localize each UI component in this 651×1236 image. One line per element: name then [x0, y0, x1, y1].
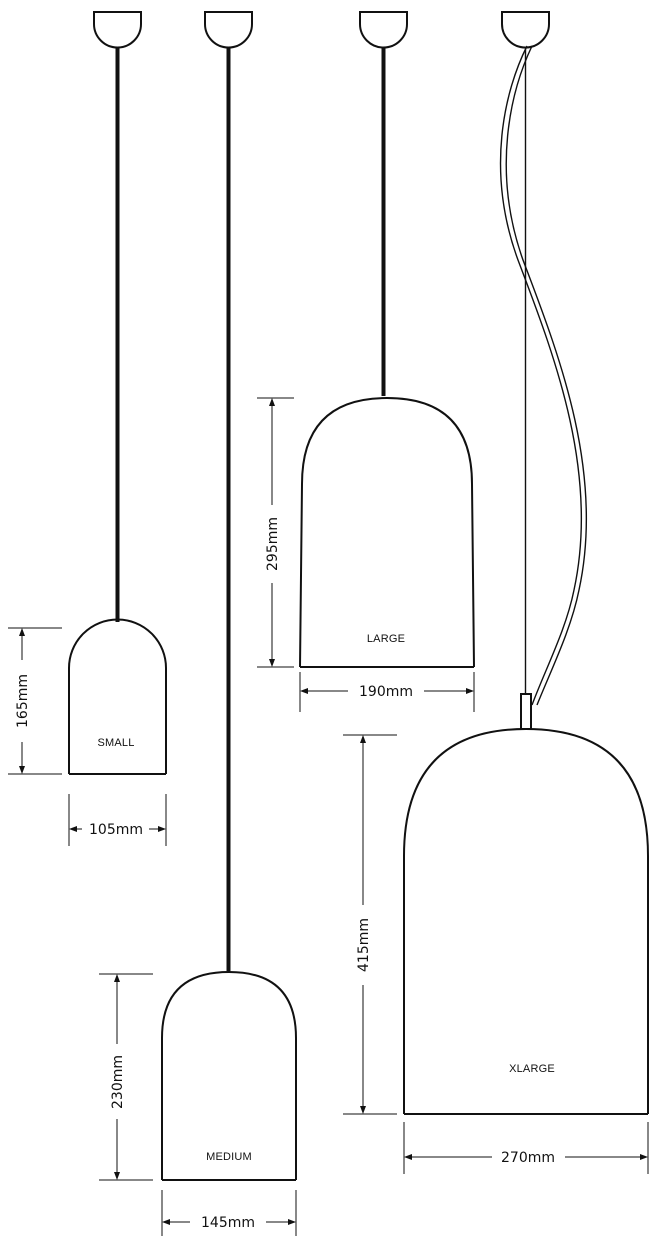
- width-label-xlarge: 270mm: [501, 1150, 555, 1166]
- shade-medium: [161, 971, 297, 1180]
- height-label-small: 165mm: [15, 674, 31, 728]
- power-cable-inner-xlarge: [505, 45, 588, 706]
- height-label-medium: 230mm: [110, 1055, 126, 1109]
- shade-small: [68, 618, 167, 774]
- arrow-left-medium: [162, 1219, 170, 1225]
- arrow-down-small: [19, 766, 25, 774]
- arrow-right-small: [158, 826, 166, 832]
- power-cable-outer-xlarge: [499, 45, 583, 706]
- shade-large: [299, 397, 475, 668]
- arrow-up-xlarge: [360, 735, 366, 743]
- canopy-medium: [204, 11, 253, 49]
- label-xlarge: XLARGE: [509, 1063, 555, 1075]
- height-label-xlarge: 415mm: [356, 918, 372, 972]
- label-large: LARGE: [367, 633, 405, 645]
- arrow-right-xlarge: [640, 1154, 648, 1160]
- label-medium: MEDIUM: [206, 1151, 252, 1163]
- width-label-large: 190mm: [359, 684, 413, 700]
- arrow-down-xlarge: [360, 1106, 366, 1114]
- arrow-up-small: [19, 628, 25, 636]
- width-label-small: 105mm: [89, 822, 143, 838]
- arrow-down-medium: [114, 1172, 120, 1180]
- lamp-xlarge: XLARGE 415mm 270mm: [343, 11, 649, 1174]
- lamp-large: LARGE 295mm 190mm: [257, 11, 475, 712]
- canopy-large: [359, 11, 408, 49]
- lamp-small: SMALL 165mm 105mm: [8, 11, 167, 846]
- height-label-large: 295mm: [265, 517, 281, 571]
- arrow-up-medium: [114, 974, 120, 982]
- cable-grip-xlarge: [520, 693, 532, 730]
- arrow-right-large: [466, 688, 474, 694]
- arrow-left-xlarge: [404, 1154, 412, 1160]
- width-label-medium: 145mm: [201, 1215, 255, 1231]
- shade-xlarge: [403, 728, 649, 1114]
- arrow-left-small: [69, 826, 77, 832]
- arrow-down-large: [269, 659, 275, 667]
- label-small: SMALL: [97, 737, 134, 749]
- arrow-right-medium: [288, 1219, 296, 1225]
- canopy-small: [93, 11, 142, 49]
- arrow-up-large: [269, 398, 275, 406]
- arrow-left-large: [300, 688, 308, 694]
- canopy-xlarge: [501, 11, 550, 49]
- lamp-medium: MEDIUM 230mm 145mm: [99, 11, 297, 1236]
